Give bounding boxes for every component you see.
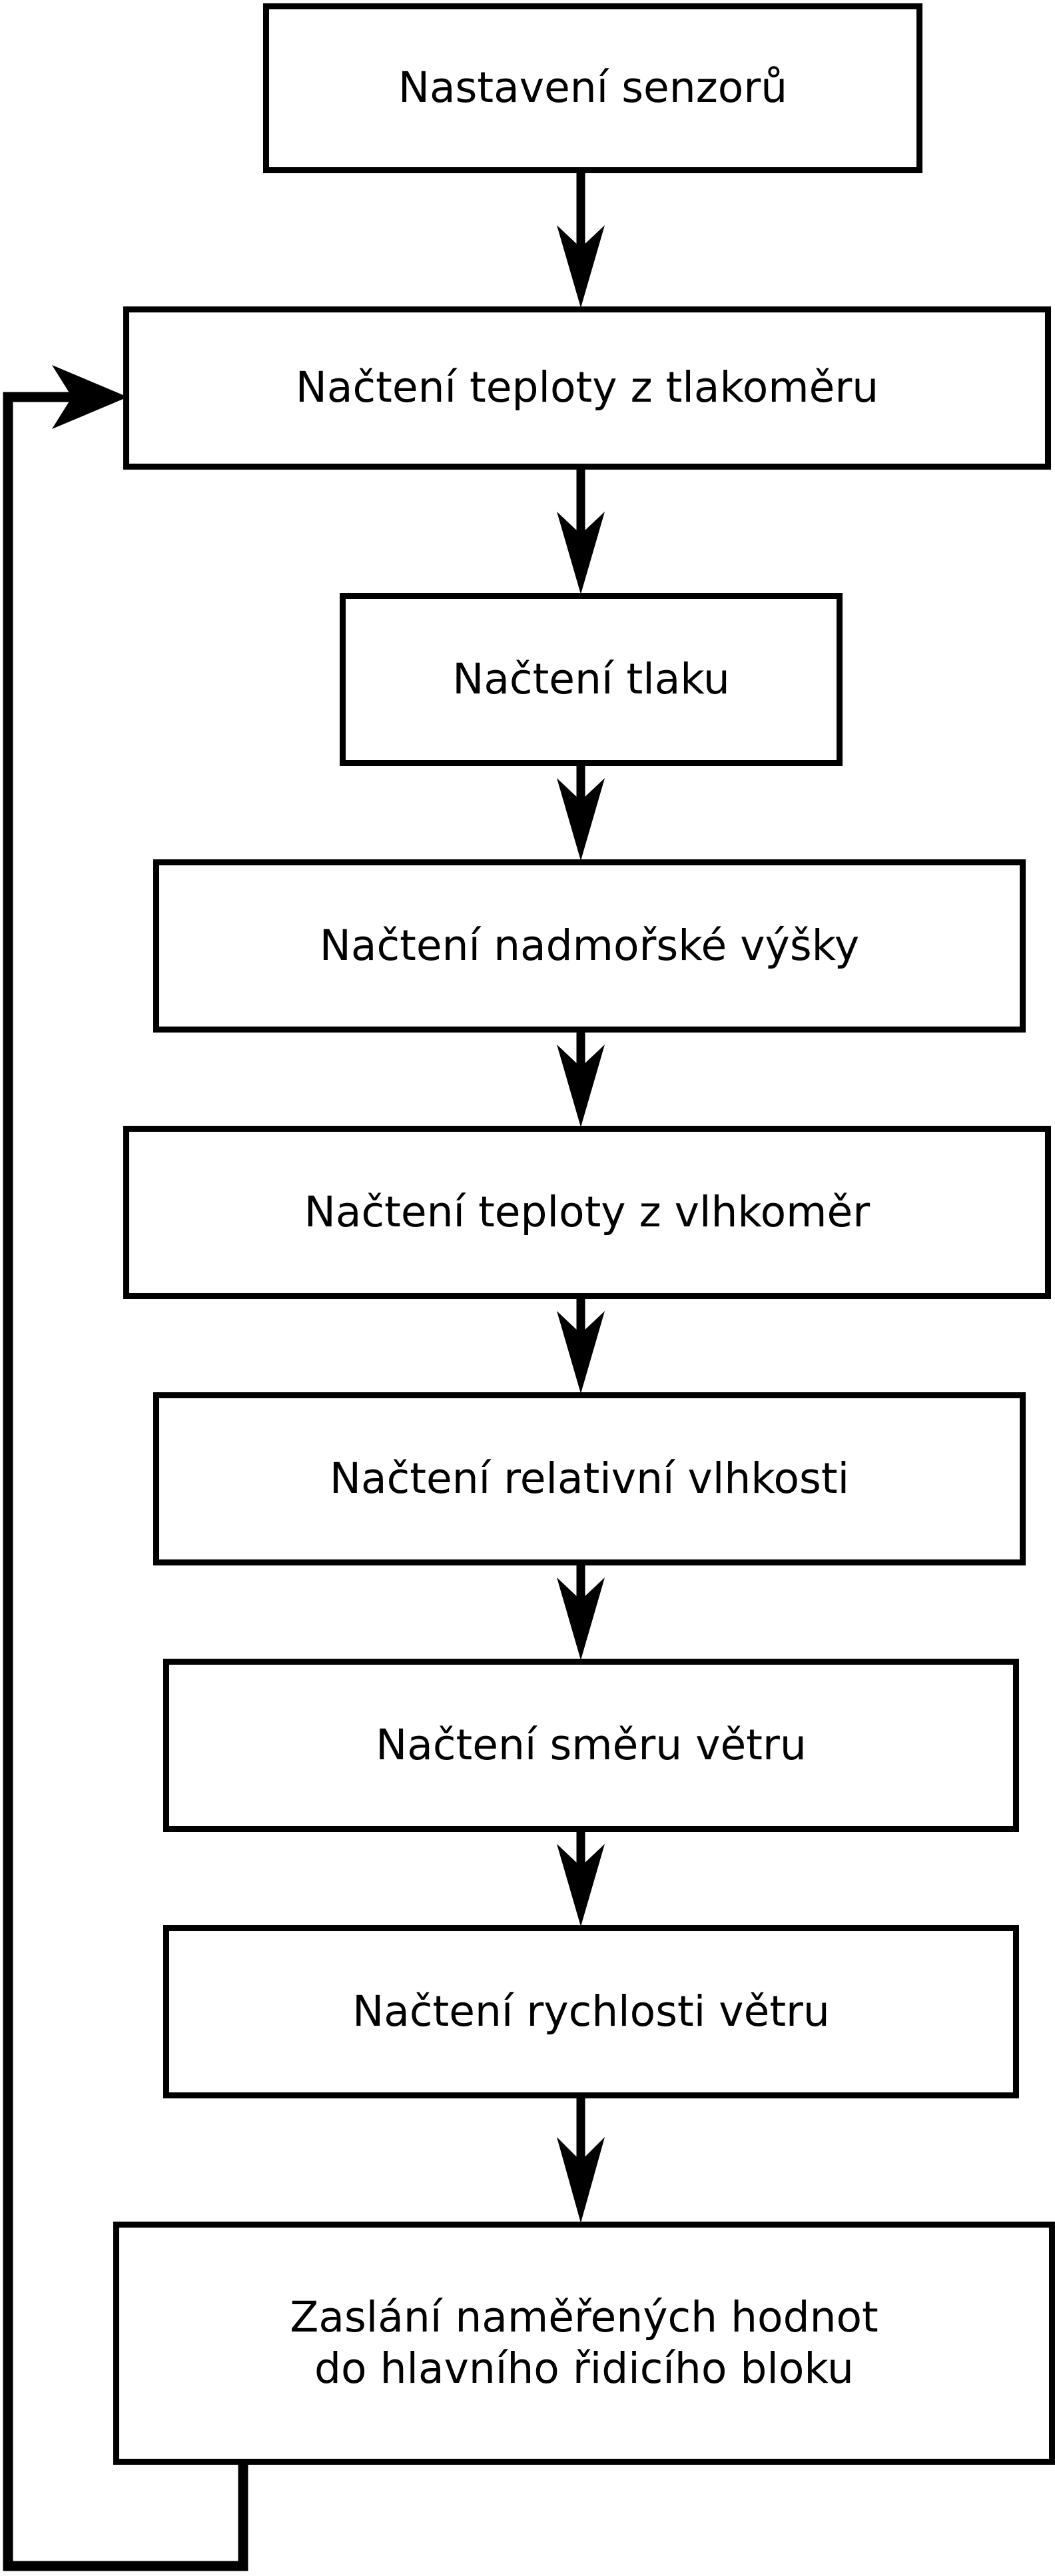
flow-node-label: Načtení teploty z vlhkoměr xyxy=(304,1187,871,1236)
flow-node-label: Načtení tlaku xyxy=(452,654,730,703)
flow-node-nacteni-teploty-tlakomer[interactable]: Načtení teploty z tlakoměru xyxy=(123,306,1051,470)
flow-node-nacteni-rychlosti-vetru[interactable]: Načtení rychlosti větru xyxy=(163,1925,1019,2098)
connector-arrow-6 xyxy=(557,1565,605,1660)
flow-node-zaslani-hodnot[interactable]: Zaslání naměřených hodnot do hlavního ři… xyxy=(113,2222,1055,2465)
connector-arrow-7 xyxy=(557,1832,605,1927)
flow-node-label: Načtení teploty z tlakoměru xyxy=(295,363,879,412)
flow-node-label: Načtení rychlosti větru xyxy=(352,1986,830,2036)
flow-node-label: Zaslání naměřených hodnot do hlavního ři… xyxy=(290,2292,879,2393)
flow-node-nacteni-tlaku[interactable]: Načtení tlaku xyxy=(340,593,843,766)
connector-arrow-4 xyxy=(557,1033,605,1127)
flow-node-label: Načtení směru větru xyxy=(376,1720,807,1769)
flow-node-nacteni-relativni-vlhkosti[interactable]: Načtení relativní vlhkosti xyxy=(153,1392,1026,1565)
connector-arrow-1 xyxy=(557,173,605,308)
connector-arrow-3 xyxy=(557,766,605,861)
flow-node-label: Nastavení senzorů xyxy=(398,63,788,113)
flow-node-nacteni-teploty-vlhkomer[interactable]: Načtení teploty z vlhkoměr xyxy=(123,1126,1051,1299)
flow-node-nacteni-nadmorske-vysky[interactable]: Načtení nadmořské výšky xyxy=(153,859,1026,1033)
connector-arrow-8 xyxy=(557,2098,605,2223)
connector-feedback-loop xyxy=(3,365,248,2571)
flow-node-label: Načtení nadmořské výšky xyxy=(319,921,860,970)
connector-arrow-5 xyxy=(557,1299,605,1394)
flow-node-label: Načtení relativní vlhkosti xyxy=(329,1454,850,1503)
flow-node-nastaveni-senzoru[interactable]: Nastavení senzorů xyxy=(263,3,922,173)
connector-arrow-2 xyxy=(557,470,605,594)
flow-node-nacteni-smeru-vetru[interactable]: Načtení směru větru xyxy=(163,1659,1019,1832)
